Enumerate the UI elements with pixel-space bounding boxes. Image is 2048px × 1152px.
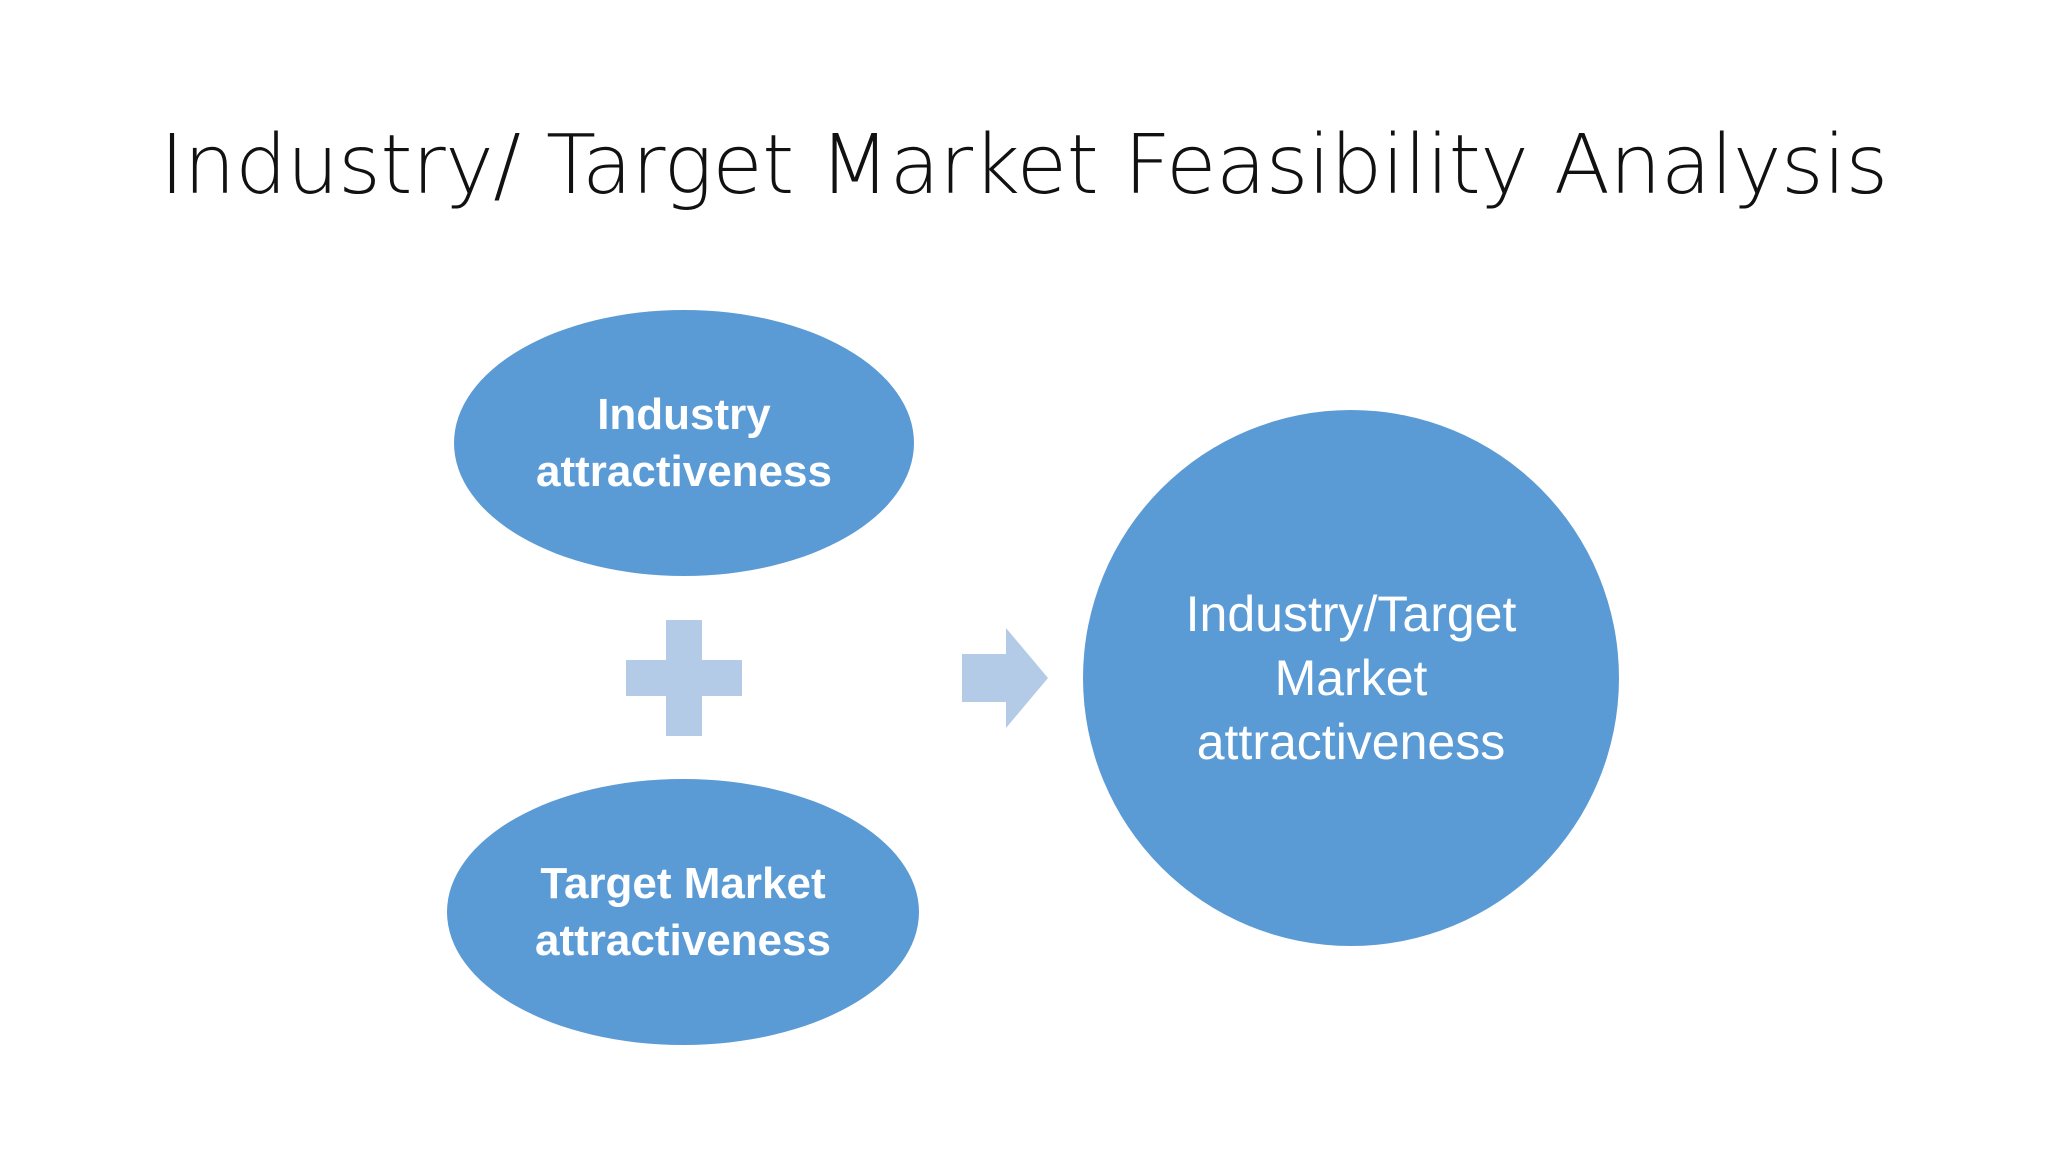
target-market-attractiveness-label: Target Market attractiveness xyxy=(535,858,831,965)
plus-shape xyxy=(626,620,742,736)
target-market-attractiveness-ellipse: Target Market attractiveness xyxy=(447,779,919,1045)
arrow-shape xyxy=(962,628,1048,728)
industry-attractiveness-ellipse: Industry attractiveness xyxy=(454,310,914,576)
plus-icon xyxy=(626,620,742,736)
result-circle: Industry/Target Market attractiveness xyxy=(1083,410,1619,946)
result-label: Industry/Target Market attractiveness xyxy=(1185,586,1517,770)
arrow-right-icon xyxy=(962,628,1048,728)
industry-attractiveness-label: Industry attractiveness xyxy=(536,389,832,496)
slide-title: Industry/ Target Market Feasibility Anal… xyxy=(160,118,1888,213)
